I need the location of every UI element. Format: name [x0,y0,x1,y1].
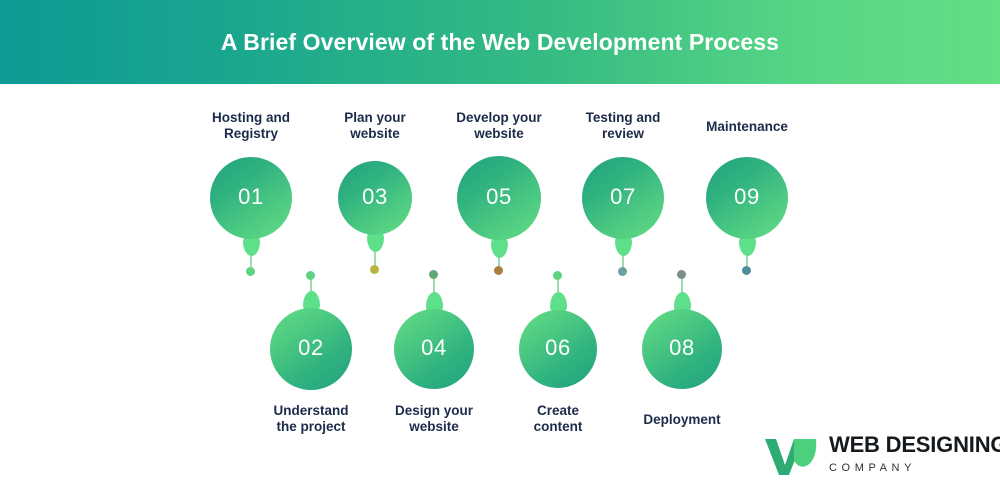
step-number: 08 [669,335,695,360]
step-tail-knob [243,234,260,256]
step-bubble[interactable]: 02 [270,308,352,390]
step-connector-dot [494,266,503,275]
step-label: Understand the project [273,403,349,435]
logo-company-subtitle: COMPANY [829,462,917,474]
step-bubble[interactable]: 01 [210,157,292,239]
logo-company-name: WEB DESIGNING [829,432,1000,457]
step-connector-dot [618,267,627,276]
step-number: 03 [362,184,388,209]
step-label: Deployment [643,412,721,427]
step-bubble[interactable]: 07 [582,157,664,239]
step-label: Testing and review [585,110,661,142]
step-label: Maintenance [706,119,788,134]
step-tail-knob [739,234,756,256]
step-label: Create content [533,403,583,435]
step-connector-line [622,252,624,270]
step-tail-knob [303,291,320,313]
header-banner: A Brief Overview of the Web Development … [0,0,1000,84]
step-connector-dot [306,271,315,280]
step-connector-line [310,278,312,296]
step-bubble[interactable]: 05 [457,156,541,240]
w-monogram-icon [763,435,823,477]
step-connector-dot [246,267,255,276]
page-title: A Brief Overview of the Web Development … [220,28,780,55]
step-connector-dot [429,270,438,279]
step-tail-knob [491,236,508,258]
step-connector-line [557,278,559,296]
step-number: 02 [298,335,324,360]
step-connector-dot [742,266,751,275]
step-tail-knob [426,292,443,314]
step-connector-line [433,278,435,296]
step-connector-dot [677,270,686,279]
step-number: 06 [545,335,571,360]
step-number: 07 [610,184,636,209]
step-tail-knob [550,292,567,314]
step-label: Plan your website [344,110,406,142]
step-number: 01 [238,184,264,209]
step-connector-line [250,252,252,270]
step-bubble[interactable]: 08 [642,309,722,389]
step-label: Develop your website [456,110,542,142]
step-connector-line [374,248,376,268]
step-bubble[interactable]: 03 [338,161,412,235]
step-number: 05 [486,184,512,209]
step-bubble[interactable]: 06 [519,310,597,388]
step-bubble[interactable]: 09 [706,157,788,239]
step-connector-line [746,252,748,270]
step-connector-dot [370,265,379,274]
step-bubble[interactable]: 04 [394,309,474,389]
step-tail-knob [615,234,632,256]
step-label: Hosting and Registry [212,110,290,142]
step-tail-knob [674,292,691,314]
company-logo: WEB DESIGNING COMPANY [763,432,1000,484]
step-connector-line [681,278,683,296]
step-tail-knob [367,230,384,252]
step-label: Design your website [394,403,473,435]
logo-wordmark: WEB DESIGNING COMPANY [829,432,1000,476]
step-number: 04 [421,335,447,360]
step-number: 09 [734,184,760,209]
step-connector-dot [553,271,562,280]
step-connector-line [498,254,500,270]
